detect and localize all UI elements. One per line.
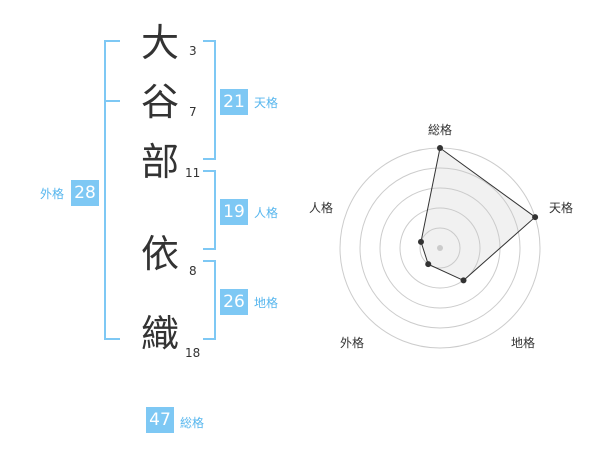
radar-axis-label-4: 人格 xyxy=(309,201,334,215)
radar-ring-2 xyxy=(399,207,481,289)
chikaku-label: 地格 xyxy=(254,296,279,310)
radar-point-4 xyxy=(417,238,424,245)
stroke-count-3: 11 xyxy=(185,166,201,180)
radar-point-0 xyxy=(437,145,443,151)
soukaku-value-badge: 47 xyxy=(146,407,174,433)
jinkaku-label: 人格 xyxy=(254,206,279,220)
name-char-4: 依 xyxy=(140,232,179,276)
name-char-3: 部 xyxy=(140,140,179,184)
jinkaku-value-badge: 19 xyxy=(220,199,248,225)
stroke-count-2: 7 xyxy=(189,105,197,119)
stroke-count-1: 3 xyxy=(189,44,197,58)
radar-point-3 xyxy=(425,261,432,268)
gaikaku-label: 外格 xyxy=(40,187,65,201)
tenkaku-value-badge: 21 xyxy=(220,89,248,115)
radar-point-2 xyxy=(460,277,467,284)
stroke-count-4: 8 xyxy=(189,264,197,278)
name-char-5: 織 xyxy=(140,312,179,356)
stroke-count-5: 18 xyxy=(185,346,201,360)
soukaku-label: 総格 xyxy=(180,416,205,430)
tenkaku-label: 天格 xyxy=(254,96,279,110)
radar-point-1 xyxy=(532,214,539,221)
radar-series-polygon xyxy=(420,147,536,281)
name-char-1: 大 xyxy=(140,21,179,65)
gaikaku-value-badge: 28 xyxy=(71,180,99,206)
name-char-2: 谷 xyxy=(140,80,179,124)
radar-axis-label-1: 天格 xyxy=(549,201,574,215)
radar-axis-label-3: 外格 xyxy=(340,336,365,350)
chikaku-value-badge: 26 xyxy=(220,289,248,315)
radar-center xyxy=(437,245,443,251)
radar-ring-1 xyxy=(419,227,461,269)
radar-ring-4 xyxy=(359,167,521,329)
radar-axis-label-2: 地格 xyxy=(511,336,536,350)
radar-axis-label-0: 総格 xyxy=(428,123,453,137)
